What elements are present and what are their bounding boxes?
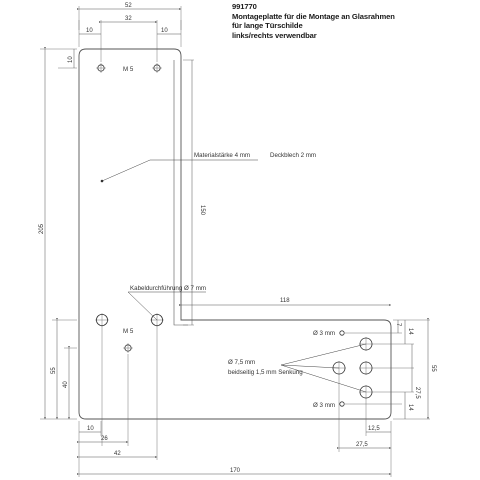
title-line-1: Montageplatte für die Montage an Glasrah… bbox=[232, 11, 395, 21]
dim-27-5-bottom: 27,5 bbox=[356, 442, 368, 448]
thread-label-middle: M 5 bbox=[123, 328, 134, 335]
centre-marks bbox=[95, 63, 373, 399]
title-line-3: links/rechts verwendbar bbox=[232, 30, 317, 40]
dim-40: 40 bbox=[63, 381, 69, 388]
dim-10-left: 10 bbox=[86, 28, 93, 34]
hole-label-top: Ø 3 mm bbox=[313, 330, 335, 337]
dim-26: 26 bbox=[101, 436, 108, 442]
text-labels: M 5 M 5 Materialstärke 4 mm Deckblech 2 … bbox=[123, 66, 335, 409]
cable-label: Kabeldurchführung Ø 7 mm bbox=[130, 285, 206, 292]
material-leader bbox=[101, 159, 258, 182]
material-dot bbox=[100, 179, 104, 183]
dim-205: 205 bbox=[39, 223, 45, 234]
dim-10-bottom: 10 bbox=[87, 426, 94, 432]
dimension-lines bbox=[44, 8, 429, 475]
dim-7: 7 bbox=[395, 323, 401, 327]
cable-leader bbox=[127, 291, 206, 321]
dim-55-left: 55 bbox=[51, 367, 57, 374]
dim-10-vertical: 10 bbox=[68, 56, 74, 63]
dim-10-right: 10 bbox=[161, 28, 168, 34]
leader-lines bbox=[101, 159, 367, 393]
plate-outer-edge bbox=[78, 48, 392, 420]
title-line-2: für lange Türschilde bbox=[232, 21, 303, 31]
cover-label: Deckblech 2 mm bbox=[270, 152, 316, 159]
dimension-texts: 52 32 10 10 10 205 150 118 55 40 55 14 7… bbox=[39, 3, 436, 474]
material-label: Materialstärke 4 mm bbox=[194, 152, 250, 159]
dim-27-5-right: 27,5 bbox=[414, 387, 420, 399]
hole-group-label-2: beidseitig 1,5 mm Senkung bbox=[228, 369, 303, 376]
dim-14-bottom: 14 bbox=[407, 404, 413, 411]
hole-group-leader bbox=[280, 343, 367, 393]
dim-12-5: 12,5 bbox=[368, 426, 380, 432]
article-number: 991770 bbox=[232, 2, 257, 11]
small-hole-bottom bbox=[339, 401, 345, 407]
holes bbox=[96, 64, 373, 407]
dim-14-top: 14 bbox=[407, 328, 413, 335]
dim-32: 32 bbox=[125, 16, 132, 22]
dim-150: 150 bbox=[199, 205, 205, 216]
dim-118: 118 bbox=[280, 298, 290, 304]
dim-52: 52 bbox=[125, 3, 132, 9]
hole-label-bottom: Ø 3 mm bbox=[313, 402, 335, 409]
hole-group-label-1: Ø 7,5 mm bbox=[228, 359, 255, 366]
thread-label-top: M 5 bbox=[123, 66, 134, 73]
small-hole-top bbox=[339, 330, 345, 336]
dim-55-right: 55 bbox=[430, 365, 436, 372]
extension-lines bbox=[40, 6, 430, 477]
title-block: 991770 Montageplatte für die Montage an … bbox=[232, 2, 395, 40]
dim-42: 42 bbox=[114, 451, 121, 457]
dim-170: 170 bbox=[230, 468, 241, 474]
